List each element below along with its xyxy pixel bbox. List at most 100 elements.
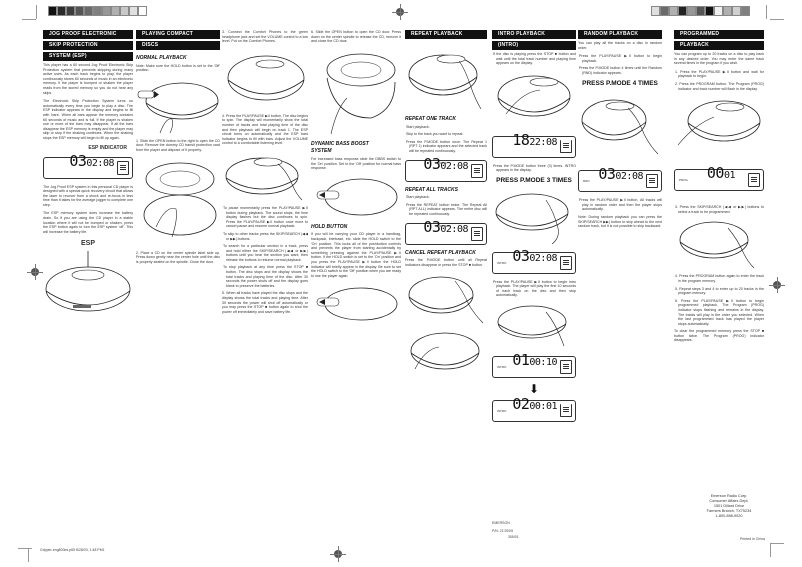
column-dbbs-hold: 6. Slide the OPEN button to open the CD … — [311, 30, 401, 326]
lcd-digits: 0200:01 — [512, 394, 557, 413]
column-intro: INTRO PLAYBACK (INTRO) If the disc is pl… — [492, 30, 576, 428]
cd-player-hand-illustration — [492, 188, 576, 246]
column-playing-cont: 3. Connect the Comfort Phones to the gre… — [222, 30, 308, 318]
cd-player-hand-illustration — [578, 90, 662, 156]
esp-paragraph: The Jog Proof ESP system in this persona… — [43, 184, 133, 207]
color-swatch — [75, 6, 84, 16]
step-text: 6. Slide the OPEN button to open the CD … — [311, 30, 401, 44]
esp-indicator-label: ESP INDICATOR — [88, 144, 127, 151]
esp-bars-icon — [117, 160, 129, 175]
column-repeat: REPEAT PLAYBACK REPEAT ONE TRACK Start p… — [405, 30, 487, 383]
subsection-title: NORMAL PLAYBACK — [136, 55, 187, 61]
color-swatch — [732, 6, 741, 16]
color-swatch — [687, 6, 696, 16]
cd-player-hand-icon — [497, 75, 571, 117]
lcd-digits: 0302:08 — [423, 217, 468, 236]
cd-door-open-icon — [143, 162, 217, 237]
esp-paragraph: This player has a 60 second Jog Proof El… — [43, 63, 133, 95]
cd-player-hand-illustration — [674, 95, 764, 153]
lcd-display: RND 0302:08 — [578, 167, 662, 193]
step-text: 5. Repeat steps 3 and 4 to enter up to 2… — [675, 286, 764, 296]
program-intro: You can program up to 20 tracks on a dis… — [674, 52, 764, 66]
registration-mark-icon — [769, 277, 785, 293]
step-text: 3. Connect the Comfort Phones to the gre… — [222, 30, 308, 44]
press-instruction: PRESS P.MODE 4 TIMES — [582, 79, 658, 87]
color-swatch — [678, 6, 687, 16]
section-title-bar: (INTRO) — [492, 41, 576, 50]
cd-player-hand-icon — [495, 193, 569, 244]
section-title-bar: DISCS — [136, 41, 220, 50]
column-program: PROGRAMMED PLAYBACK You can program up t… — [674, 30, 764, 347]
bullet: Skip to the track you want to repeat. — [406, 132, 464, 137]
esp-button-label: ESP — [80, 240, 95, 248]
part-number: P/N: 21'200/5 — [492, 529, 514, 533]
cd-player-icon — [227, 55, 305, 101]
registration-mark-icon — [330, 546, 346, 562]
esp-bars-icon — [748, 173, 760, 188]
bullet: Press the PLAY/PAUSE ▶II button. All tra… — [579, 198, 662, 212]
cancel-text: Press the P.MODE button until all Repeat… — [405, 258, 487, 267]
subsection-title: REPEAT ALL TRACKS — [405, 186, 458, 193]
cd-player-hand-icon — [677, 100, 761, 146]
printed-in: Printed in China — [740, 537, 765, 541]
lcd-display: RPT ALL 0302:08 — [405, 217, 487, 245]
step-text: 5. When all tracks have played the disc … — [222, 291, 308, 314]
bullet: Press the PLAY/PAUSE ▶II button to begin… — [493, 279, 576, 298]
step-text: 2. Place a CD on the center spindle labe… — [136, 250, 220, 264]
lcd-display: INTRO 0200:01 — [492, 394, 576, 422]
esp-bars-icon — [560, 255, 572, 270]
cd-player-illustration — [222, 48, 308, 110]
subsection-title: HOLD BUTTON — [311, 223, 348, 230]
lcd-digits: 0100:10 — [512, 350, 557, 369]
cd-player-hand-illustration — [674, 218, 764, 270]
color-swatch — [129, 6, 138, 16]
cd-player-hand-icon — [410, 332, 480, 370]
color-swatch — [66, 6, 75, 16]
subsection-title: CANCEL REPEAT PLAYBACK — [405, 249, 476, 256]
color-swatch — [111, 6, 120, 16]
cd-player-hand-icon — [581, 99, 659, 155]
bullet: Press the P.MODE button once. The Repeat… — [406, 139, 487, 153]
lcd-display-flashing: PROG 0001 — [674, 166, 764, 192]
bullet-search: To search for a particular section in a … — [223, 244, 308, 262]
registration-mark-icon — [27, 264, 43, 280]
bullet: Press the PLAY/PAUSE ▶II button to begin… — [579, 54, 662, 63]
clear-text: To clear the programmed memory press the… — [674, 329, 764, 343]
crop-mark — [36, 5, 37, 19]
section-title-bar: PROGRAMMED — [674, 30, 764, 39]
esp-bars-icon — [560, 359, 572, 374]
cd-player-icon — [45, 251, 131, 312]
lcd-display: 0302:08 — [43, 151, 133, 179]
crop-mark — [770, 543, 771, 557]
section-title-bar: RANDOM PLAYBACK — [578, 30, 662, 39]
bullet: Press the P.MODE button 4 times until th… — [579, 66, 662, 75]
cd-player-hand-illustration — [492, 70, 576, 130]
color-swatch — [120, 6, 129, 16]
column-playing: PLAYING COMPACT DISCS NORMAL PLAYBACK No… — [136, 30, 220, 268]
color-swatch — [723, 6, 732, 16]
cd-player-icon — [137, 82, 219, 133]
color-swatch — [741, 6, 750, 16]
cd-player-illustration — [43, 251, 133, 321]
subsection-title: REPEAT ONE TRACK — [405, 116, 457, 122]
hold-switch-illustration — [311, 282, 401, 322]
cd-player-hand-icon — [408, 276, 484, 324]
crop-mark — [770, 19, 784, 20]
bullet-skip: To skip to other tracks press the SKIP/S… — [223, 231, 308, 241]
color-swatch — [696, 6, 705, 16]
section-title-bar: SKIP PROTECTION — [43, 41, 133, 50]
crop-mark — [18, 548, 32, 549]
lcd-digits: 0302:08 — [69, 151, 114, 170]
color-swatch — [57, 6, 66, 16]
step-text: 4. Press the PLAY/PAUSE ▶II button. The … — [222, 113, 308, 146]
step-text: 1. Press the PLAY/PAUSE ▶II button and w… — [675, 69, 764, 79]
column-esp: JOG PROOF ELECTRONIC SKIP PROTECTION SYS… — [43, 30, 133, 325]
cd-door-open-icon — [326, 53, 396, 134]
color-swatch — [84, 6, 93, 16]
section-title-bar: PLAYBACK — [674, 41, 764, 50]
step-text: 1. Slide the OPEN button to the right to… — [136, 138, 220, 152]
section-title-bar: JOG PROOF ELECTRONIC — [43, 30, 133, 39]
lcd-display: 1822:08 — [492, 132, 576, 158]
cd-player-hand-icon — [497, 305, 567, 347]
